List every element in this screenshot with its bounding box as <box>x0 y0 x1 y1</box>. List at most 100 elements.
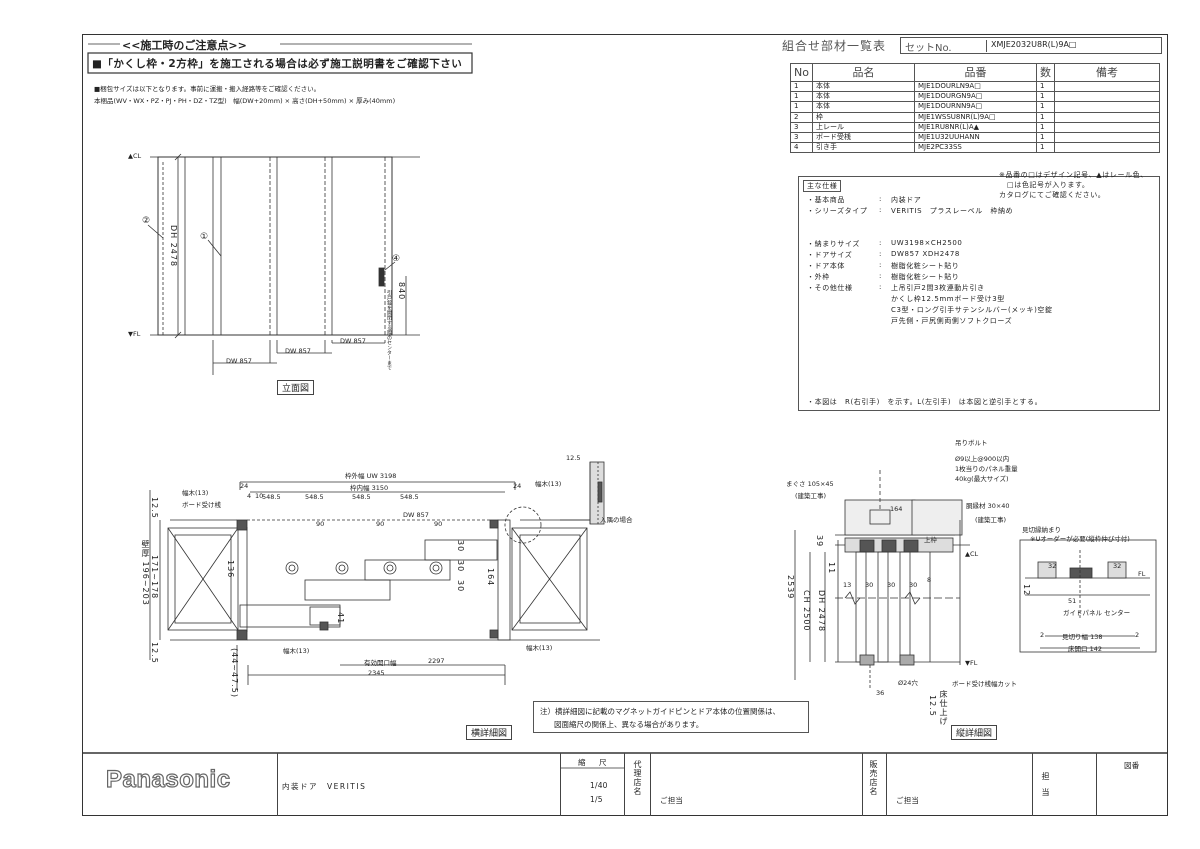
spec-colon: : <box>879 272 882 280</box>
plan-d30a: 30 <box>456 540 465 553</box>
package-size: 本梱品(WV・WX・PZ・PJ・PH・DZ・TZ型) 幅(DW+20mm) × … <box>94 97 396 105</box>
panasonic-logo: Panasonic <box>105 765 231 793</box>
section-dh: DH 2478 <box>817 590 826 633</box>
plan-board-receiver: ボード受け桟 <box>182 501 221 509</box>
section-construction: (建築工事) <box>795 492 827 500</box>
section-label: 縦詳細図 <box>951 725 998 740</box>
cell-note <box>1053 131 1161 144</box>
tb-scale-label: 縮 尺 <box>578 758 610 767</box>
plan-d4: 4 <box>247 492 252 500</box>
cell-note <box>1053 101 1161 113</box>
tb-agent: 代理店名 <box>633 760 642 796</box>
section-d12: 12 <box>1022 584 1031 597</box>
tb-divider <box>277 753 278 816</box>
elevation-handle-note: 引戸錠を開閉する際のセンターまで <box>386 290 392 370</box>
section-d30a: 30 <box>865 581 874 589</box>
spec-door-size-val: DW857 XDH2478 <box>891 250 960 258</box>
plan-d2297: 2297 <box>428 657 445 665</box>
spec-door-body-val: 樹脂化粧シート貼り <box>891 262 960 270</box>
spec-frame-key: ・外枠 <box>807 273 830 281</box>
spec-door-size-key: ・ドアサイズ <box>807 251 853 259</box>
spec-colon: : <box>879 206 882 214</box>
notice-line-1: 注）横詳細図に記載のマグネットガイドピンとドア本体の位置関係は、 <box>540 707 780 716</box>
cell-code: MJE1DOURGN9A□ <box>913 91 1037 103</box>
plan-d548-1: 548.5 <box>262 493 281 501</box>
section-furring: 胴縁材 30×40 <box>966 502 1010 510</box>
cell-code: MJE1DOURLN9A□ <box>913 80 1037 93</box>
spec-other-3: C3型・ロング引手サテンシルバー(メッキ)空錠 <box>891 306 1053 314</box>
section-d32b: 32 <box>1113 562 1122 570</box>
cell-no: 4 <box>790 142 813 154</box>
cell-name: 枠 <box>811 111 915 123</box>
package-note: ■梱包サイズは以下となります。事前に運搬・搬入経路等をご確認ください。 <box>94 85 321 93</box>
section-d24: Ø24穴 <box>898 679 918 687</box>
elevation-label: 立面図 <box>277 380 315 395</box>
cell-no: 2 <box>790 111 813 123</box>
cell-code: MJE2PC33SS <box>913 142 1037 154</box>
cell-note <box>1053 91 1161 103</box>
section-bolt-note-2: 1枚当りのパネル重量 <box>955 465 1018 473</box>
plan-d2297-label: 有効開口幅 <box>364 659 397 667</box>
cell-qty: 1 <box>1035 131 1055 144</box>
cell-qty: 1 <box>1035 142 1055 154</box>
col-name: 品名 <box>811 63 915 82</box>
section-board-cut: ボード受け桟幅カット <box>952 680 1017 688</box>
section-mikiri: 見切り幅 138 <box>1062 633 1103 641</box>
elevation-dw-1: DW 857 <box>340 337 366 345</box>
plan-d136: 136 <box>226 560 235 579</box>
plan-d41: 41 <box>336 612 345 625</box>
spec-section-label: 主な仕様 <box>803 180 842 192</box>
plan-d2345: 2345 <box>368 669 385 677</box>
footnote-1: ※品番の□はデザイン記号、▲はレール色、 <box>999 171 1148 179</box>
spec-size-key: ・納まりサイズ <box>807 240 860 248</box>
section-yuka: 床開口 142 <box>1068 645 1102 653</box>
plan-dw857: DW 857 <box>403 511 429 519</box>
section-guide-note: ※Uオーダーが必要(縦枠仲び寸付) <box>1030 535 1130 543</box>
tb-scale-1: 1/40 <box>590 781 608 790</box>
spec-colon: : <box>879 250 882 258</box>
section-guide-title: 見切縁納まり <box>1022 526 1061 534</box>
tb-divider <box>560 753 561 816</box>
plan-d548-3: 548.5 <box>352 493 371 501</box>
cell-name: 引き手 <box>811 142 915 154</box>
section-top-rail: 上枠 <box>924 536 937 544</box>
cell-name: 本体 <box>811 101 915 113</box>
callout-4: ④ <box>392 254 401 264</box>
callout-2: ② <box>142 216 151 226</box>
warning-text: ■「かくし枠・2方枠」を施工される場合は必ず施工説明書をご確認下さい <box>92 58 463 70</box>
section-d2b: 2 <box>1135 631 1140 639</box>
section-d30b: 30 <box>887 581 896 589</box>
col-code: 品番 <box>913 63 1037 82</box>
section-d36: 36 <box>876 689 885 697</box>
spec-door-body-key: ・ドア本体 <box>807 262 845 270</box>
spec-frame-val: 樹脂化粧シート貼り <box>891 273 960 281</box>
cell-no: 1 <box>790 80 813 93</box>
cell-note <box>1053 80 1161 93</box>
cell-no: 3 <box>790 131 813 144</box>
notice-line-2: 図面縮尺の関係上、異なる場合があります。 <box>554 720 704 729</box>
section-construction-2: (建築工事) <box>975 516 1007 524</box>
plan-d24-left: 24 <box>240 482 249 490</box>
cell-note <box>1053 121 1161 133</box>
cell-qty: 1 <box>1035 111 1055 123</box>
cell-code: MJE1WSSU8NR(L)9A□ <box>913 111 1037 123</box>
plan-inner-width: 枠内幅 3150 <box>350 484 389 492</box>
plan-d548-2: 548.5 <box>305 493 324 501</box>
callout-1: ① <box>200 232 209 242</box>
plan-fukaki-top: 幅木(13) <box>182 489 209 497</box>
section-bolt-note-1: Ø9以上@900以内 <box>955 455 1010 463</box>
notes-title: <<施工時のご注意点>> <box>122 39 247 52</box>
section-d13: 13 <box>843 581 852 589</box>
plan-fukaki-bottom: 幅木(13) <box>283 647 310 655</box>
section-cl: ▲CL <box>965 550 979 558</box>
plan-detail-label: 入隅の場合 <box>600 516 633 524</box>
col-qty: 数 <box>1035 63 1055 82</box>
spec-other-1: 上吊引戸2間3枚連動片引き <box>891 284 985 292</box>
plan-d171: 171~178 <box>150 555 159 600</box>
cell-name: 本体 <box>811 80 915 93</box>
parts-title: 組合せ部材一覧表 <box>782 39 887 53</box>
